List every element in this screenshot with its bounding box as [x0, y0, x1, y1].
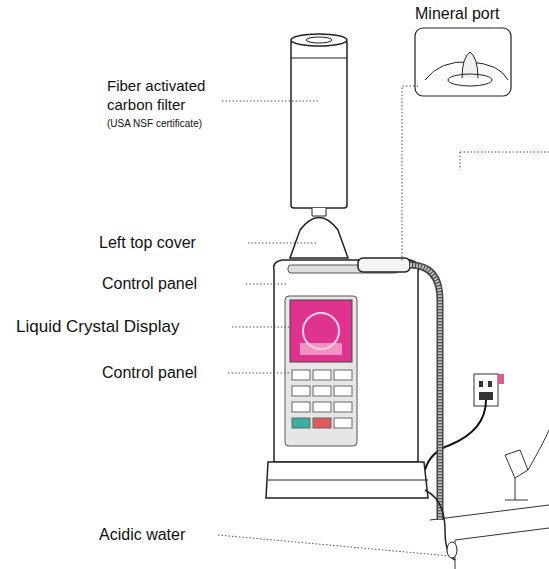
lcd-screen [290, 300, 352, 362]
filter-nozzle [312, 208, 326, 216]
filter-top [291, 34, 347, 46]
top-cover [290, 218, 348, 259]
filter-body [291, 40, 347, 208]
base-line [268, 480, 428, 481]
carbon-filter [291, 34, 347, 216]
button [292, 370, 310, 380]
button [334, 418, 352, 428]
part-label: Liquid Crystal Display [16, 316, 236, 337]
front-panel [285, 296, 357, 446]
sink-counter [430, 430, 549, 569]
lcd-digits [300, 343, 342, 355]
counter-edge [455, 528, 549, 540]
part-label: Mineral port [415, 4, 545, 24]
mineral-port-inset [415, 28, 511, 96]
power-cord [425, 400, 486, 470]
plug [479, 392, 493, 400]
button [292, 418, 310, 428]
button [334, 402, 352, 412]
flex-hose-ribs [410, 265, 440, 520]
filter-cap [306, 37, 332, 43]
flex-hose [410, 265, 440, 520]
button [313, 386, 331, 396]
button [313, 370, 331, 380]
leader-line [246, 284, 286, 285]
part-label: Left top cover [99, 233, 249, 253]
faucet-pipe [505, 478, 528, 500]
button [334, 370, 352, 380]
part-label: Control panel [102, 363, 252, 383]
part-label: Fiber activated carbon filter [107, 77, 225, 115]
button [292, 402, 310, 412]
button-grid [292, 370, 352, 428]
button [313, 402, 331, 412]
body-shell [274, 260, 419, 462]
ionizer-body [266, 260, 428, 498]
faucet-handle [505, 450, 528, 478]
filter-band [291, 58, 347, 59]
inset-frame [415, 28, 511, 96]
part-label: Acidic water [99, 525, 249, 545]
outlet-hose [358, 258, 440, 520]
part-label: (USA NSF certificate) [107, 118, 247, 131]
leader-line [232, 327, 292, 328]
button [292, 386, 310, 396]
leader-lines [218, 86, 450, 556]
counter-edge [430, 505, 549, 520]
leader-line [402, 86, 418, 262]
leader-line [248, 243, 318, 244]
leader-line [222, 101, 318, 102]
button [334, 386, 352, 396]
body-base [266, 462, 428, 498]
part-label: Control panel [102, 274, 252, 294]
leader-line [460, 152, 549, 170]
port-opening [448, 74, 492, 86]
socket-slot [488, 381, 492, 387]
leader-line [228, 373, 292, 374]
button [313, 418, 331, 428]
faucet-spout [528, 430, 549, 470]
socket-slot [479, 381, 483, 387]
leader-line [218, 535, 450, 556]
socket-mark [498, 374, 504, 384]
